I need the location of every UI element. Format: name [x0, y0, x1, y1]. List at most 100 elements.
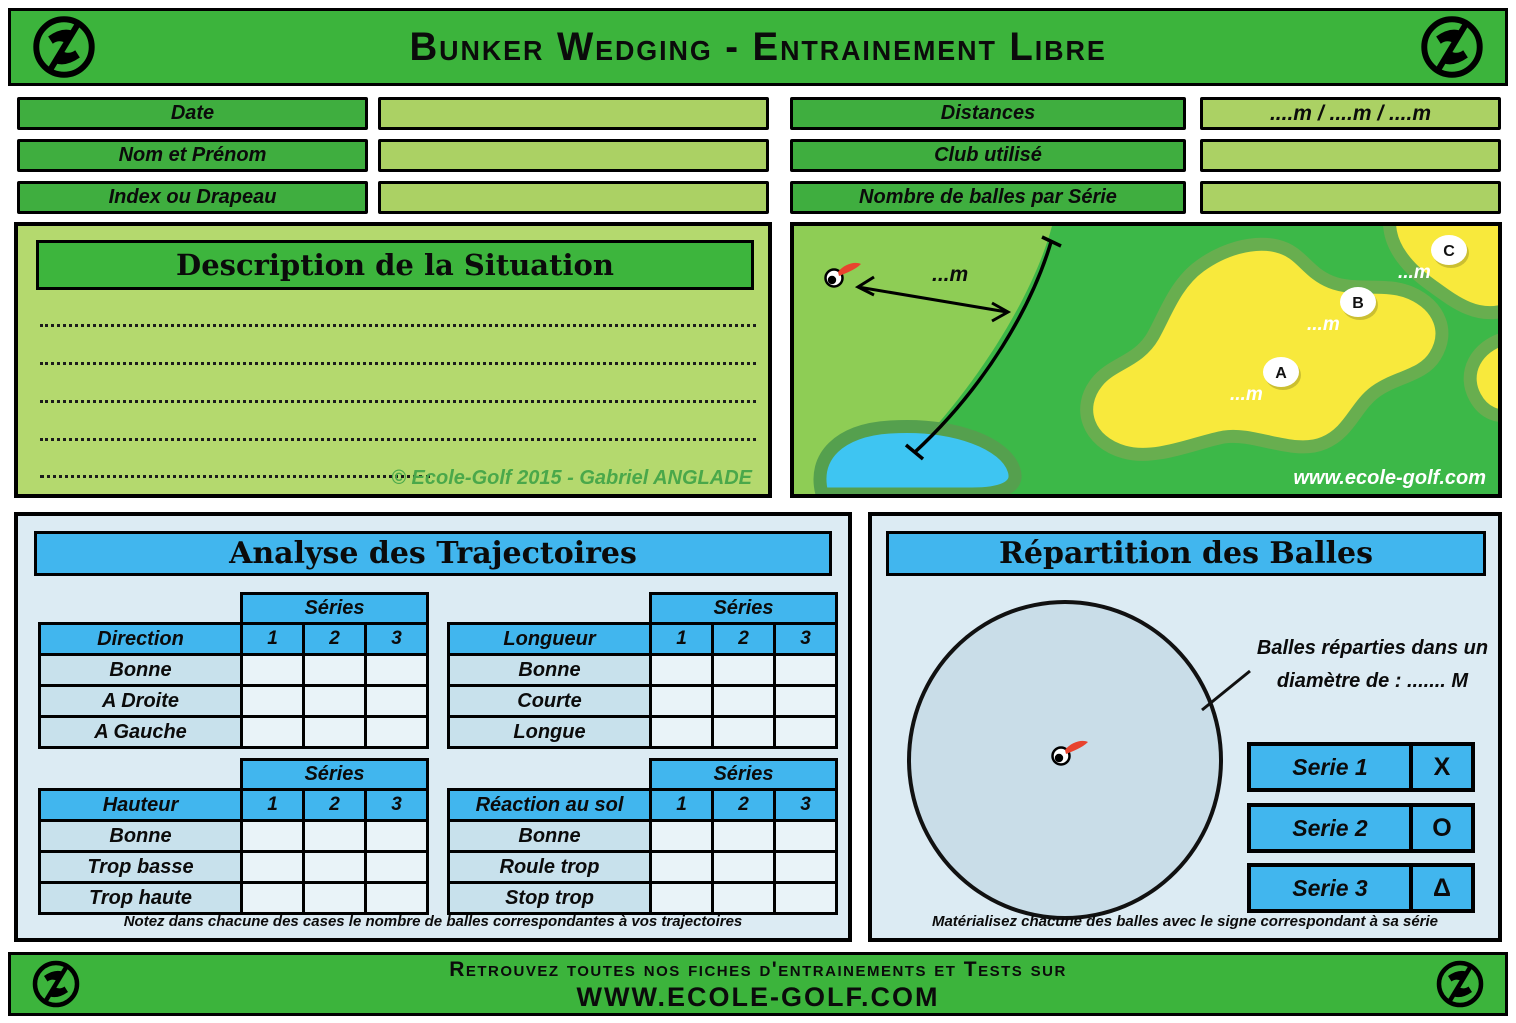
- description-panel: Description de la Situation © Ecole-Golf…: [14, 222, 772, 498]
- count-cell[interactable]: [302, 881, 367, 915]
- series-col: 1: [240, 788, 305, 822]
- count-cell[interactable]: [711, 684, 776, 718]
- series-col: 3: [773, 622, 838, 656]
- club-input[interactable]: [1200, 139, 1501, 172]
- bunker-corner: [1383, 226, 1498, 320]
- golf-ball-dot: [827, 275, 837, 285]
- count-cell[interactable]: [649, 850, 714, 884]
- row-label: Roule trop: [447, 850, 652, 884]
- repartition-title: Répartition des Balles: [886, 531, 1486, 576]
- count-cell[interactable]: [364, 881, 429, 915]
- count-cell[interactable]: [240, 850, 305, 884]
- count-cell[interactable]: [649, 819, 714, 853]
- serie-3-label: Serie 3: [1251, 867, 1413, 909]
- count-cell[interactable]: [649, 653, 714, 687]
- count-cell[interactable]: [364, 850, 429, 884]
- serie-1-legend: Serie 1 X: [1247, 742, 1475, 792]
- count-cell[interactable]: [240, 881, 305, 915]
- count-cell[interactable]: [773, 819, 838, 853]
- footer-banner: Retrouvez toutes nos fiches d'entraineme…: [8, 952, 1508, 1016]
- description-line[interactable]: [40, 324, 756, 327]
- serie-3-symbol: Δ: [1433, 873, 1451, 902]
- description-line[interactable]: [40, 400, 756, 403]
- ecole-golf-logo-icon: [32, 960, 80, 1008]
- count-cell[interactable]: [302, 819, 367, 853]
- count-cell[interactable]: [364, 684, 429, 718]
- count-cell[interactable]: [240, 653, 305, 687]
- date-label: Date: [17, 97, 368, 130]
- row-label: Bonne: [447, 653, 652, 687]
- count-cell[interactable]: [649, 684, 714, 718]
- date-input[interactable]: [378, 97, 769, 130]
- repartition-note: Matérialisez chacune des balles avec le …: [931, 913, 1439, 930]
- ecole-golf-logo-icon: [1436, 960, 1484, 1008]
- course-map-panel: ...m A ...m B ...m C ...m www.ecole-golf…: [790, 222, 1502, 498]
- count-cell[interactable]: [649, 715, 714, 749]
- series-col: 2: [302, 788, 367, 822]
- marker-c-distance: ...m: [1398, 262, 1431, 283]
- distances-label: Distances: [790, 97, 1186, 130]
- longueur-header: Longueur: [447, 622, 652, 656]
- reaction-header: Réaction au sol: [447, 788, 652, 822]
- bunker-edge-lobe: [1463, 333, 1498, 422]
- ecole-golf-logo-icon: [1421, 16, 1483, 78]
- series-header: Séries: [240, 592, 429, 625]
- count-cell[interactable]: [240, 715, 305, 749]
- count-cell[interactable]: [364, 653, 429, 687]
- count-cell[interactable]: [711, 850, 776, 884]
- count-cell[interactable]: [773, 684, 838, 718]
- repartition-panel: Répartition des Balles Balles réparties …: [868, 512, 1502, 942]
- count-cell[interactable]: [711, 715, 776, 749]
- marker-a-letter: A: [1275, 365, 1287, 382]
- series-col: 2: [711, 788, 776, 822]
- series-col: 1: [649, 622, 714, 656]
- count-cell[interactable]: [302, 684, 367, 718]
- count-cell[interactable]: [649, 881, 714, 915]
- row-label: Bonne: [447, 819, 652, 853]
- count-cell[interactable]: [773, 653, 838, 687]
- count-cell[interactable]: [711, 653, 776, 687]
- footer-tagline: Retrouvez toutes nos fiches d'entraineme…: [449, 957, 1067, 981]
- marker-a: [1263, 357, 1299, 387]
- row-label: Courte: [447, 684, 652, 718]
- index-input[interactable]: [378, 181, 769, 214]
- description-line[interactable]: [40, 475, 430, 478]
- name-input[interactable]: [378, 139, 769, 172]
- trajectoires-title: Analyse des Trajectoires: [34, 531, 832, 576]
- count-cell[interactable]: [773, 715, 838, 749]
- page-title: Bunker Wedging - Entrainement Libre: [409, 24, 1107, 69]
- index-label: Index ou Drapeau: [17, 181, 368, 214]
- trajectoires-note: Notez dans chacune des cases le nombre d…: [123, 913, 743, 930]
- count-cell[interactable]: [773, 881, 838, 915]
- count-cell[interactable]: [711, 881, 776, 915]
- direction-table: Séries Direction 1 2 3 Bonne A Droite A …: [38, 592, 429, 749]
- count-cell[interactable]: [302, 653, 367, 687]
- water-hazard: [813, 420, 1022, 494]
- series-col: 2: [711, 622, 776, 656]
- count-cell[interactable]: [364, 819, 429, 853]
- marker-b-distance: ...m: [1307, 314, 1340, 335]
- balls-per-series-input[interactable]: [1200, 181, 1501, 214]
- description-line[interactable]: [40, 362, 756, 365]
- arrowhead-right: [991, 301, 1012, 323]
- balls-per-series-label: Nombre de balles par Série: [790, 181, 1186, 214]
- distances-input[interactable]: ....m / ....m / ....m: [1200, 97, 1501, 130]
- description-line[interactable]: [40, 438, 756, 441]
- count-cell[interactable]: [302, 715, 367, 749]
- count-cell[interactable]: [302, 850, 367, 884]
- reaction-table: Séries Réaction au sol 1 2 3 Bonne Roule…: [447, 758, 838, 915]
- row-label: Longue: [447, 715, 652, 749]
- curve-tick-marks: [904, 235, 1062, 461]
- count-cell[interactable]: [711, 819, 776, 853]
- green-edge-curve: [913, 241, 1053, 454]
- count-cell[interactable]: [240, 684, 305, 718]
- count-cell[interactable]: [773, 850, 838, 884]
- count-cell[interactable]: [364, 715, 429, 749]
- series-col: 3: [364, 788, 429, 822]
- annotation-line-2: diamètre de : ....... M: [1276, 670, 1469, 692]
- course-map-illustration: ...m A ...m B ...m C ...m www.ecole-golf…: [794, 226, 1498, 494]
- series-header: Séries: [649, 758, 838, 791]
- annotation-line-1: Balles réparties dans un: [1256, 637, 1489, 659]
- marker-b-letter: B: [1352, 295, 1364, 312]
- count-cell[interactable]: [240, 819, 305, 853]
